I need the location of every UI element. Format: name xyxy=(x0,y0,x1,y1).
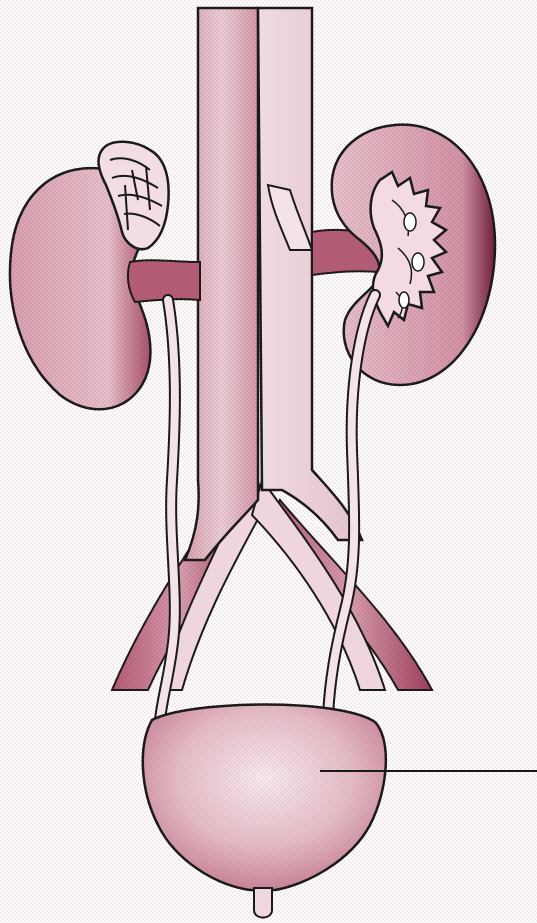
urethra xyxy=(254,888,272,918)
